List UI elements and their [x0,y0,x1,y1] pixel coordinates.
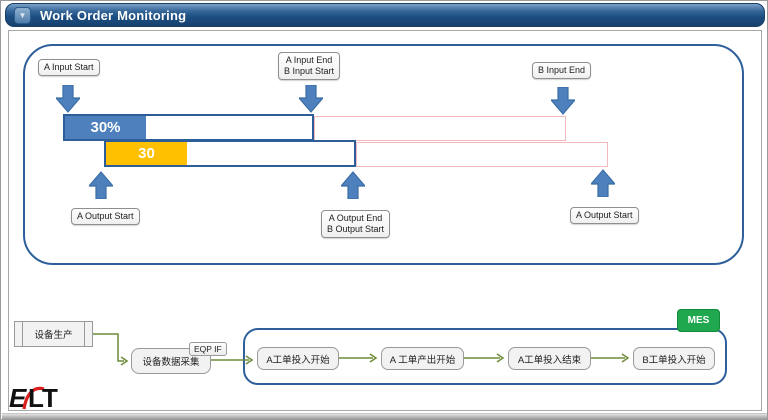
tag-line: A Input End [285,55,333,65]
tag-a-output-start-right: A Output Start [570,207,639,224]
progress-bar-b: 30 [104,140,356,167]
arrow-down-icon [56,85,80,113]
tag-line: A Output Start [77,211,134,221]
logo-letters-lt: LT [28,383,58,412]
flow-node-equipment-production: 设备生产 [14,321,93,347]
arrow-up-icon [591,169,615,197]
arrow-down-icon [551,87,575,115]
tag-line: A Input Start [44,62,94,72]
tag-b-input-end: B Input End [532,62,592,79]
progress-bar-a-value: 30% [90,119,121,136]
title-bar: ▼ Work Order Monitoring [5,3,765,27]
tag-a-output-start-left: A Output Start [71,208,140,225]
collapse-button[interactable]: ▼ [14,6,31,24]
arrow-up-icon [341,171,365,199]
flow-step-label: A工单投入结束 [517,354,582,366]
flow-step-a-input-start: A工单投入开始 [257,347,339,370]
logo-red-swoosh [22,386,45,410]
eqp-if-label: EQP IF [189,342,227,356]
flow-step-a-input-end: A工单投入结束 [508,347,591,370]
arrow-up-icon [89,171,113,199]
elt-logo: E LT [9,383,58,412]
tag-line: B Output Start [327,224,385,234]
tag-a-output-end-b-output-start: A Output End B Output Start [321,210,391,238]
mes-flow-container [243,328,727,385]
tag-line: A Output End [328,213,383,223]
progress-bar-a-fill: 30% [65,116,146,139]
mes-badge: MES [677,309,720,332]
progress-bar-a: 30% [63,114,314,141]
tag-a-input-end-b-input-start: A Input End B Input Start [278,52,341,80]
tag-line: B Input Start [284,66,335,76]
triangle-down-icon: ▼ [18,10,27,20]
progress-bar-b-value: 30 [138,145,155,162]
pink-range-bar-a [314,116,566,141]
tag-line: B Input End [538,65,586,75]
flow-step-label: A工单投入开始 [266,354,330,366]
flow-step-label: A 工单产出开始 [389,354,456,366]
tag-line: A Output Start [576,210,633,220]
flow-node-label: 设备数据采集 [142,357,200,368]
page-title: Work Order Monitoring [40,7,187,23]
flow-step-b-input-start: B工单投入开始 [633,347,715,370]
window-bottom-frame [2,413,767,419]
logo-letter-e: E [9,383,27,412]
arrow-down-icon [299,85,323,113]
progress-bar-b-fill: 30 [106,142,187,165]
flow-step-a-output-start: A 工单产出开始 [381,347,464,370]
flow-node-label: 设备生产 [34,330,73,341]
tag-a-input-start: A Input Start [38,59,100,76]
flow-step-label: B工单投入开始 [642,354,706,366]
pink-range-bar-b [356,142,608,167]
